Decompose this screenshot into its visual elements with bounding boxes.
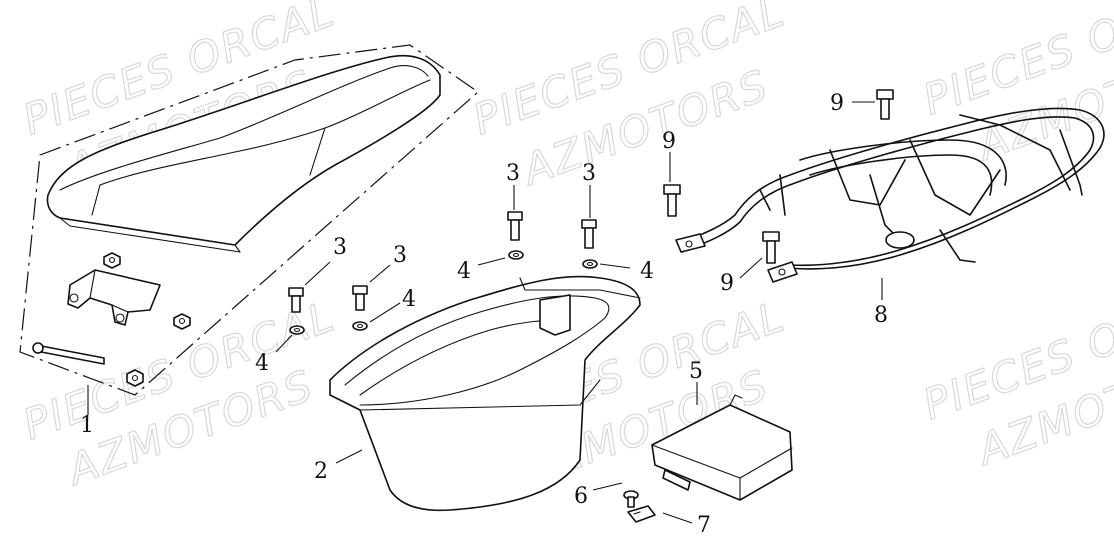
bolt-icon [762, 231, 780, 264]
callout-4: 4 [457, 259, 471, 284]
bolt-icon [352, 285, 368, 311]
nut-icon [173, 313, 191, 330]
callout-6: 6 [574, 484, 588, 509]
bolt-icon [663, 184, 681, 217]
bolt-icon [876, 89, 894, 120]
clip-icon [627, 505, 656, 523]
electronics-box [651, 394, 793, 501]
hinge-pin [32, 342, 105, 365]
nut-icon [103, 252, 121, 269]
bolt-icon [581, 219, 597, 249]
callout-3: 3 [393, 243, 407, 268]
callout-9: 9 [662, 129, 676, 154]
callout-4: 4 [640, 259, 654, 284]
washer-icon [289, 325, 305, 335]
washer-icon [582, 259, 598, 269]
callout-9: 9 [720, 271, 734, 296]
callout-9: 9 [830, 91, 844, 116]
leader-lines [87, 101, 883, 524]
callout-4: 4 [402, 287, 416, 312]
bolt-icon [507, 211, 523, 241]
rear-carrier-rack [675, 107, 1105, 283]
nut-icon [126, 369, 144, 387]
seat-part [46, 54, 441, 253]
assembly-boundary [19, 44, 479, 396]
callout-4: 4 [255, 351, 269, 376]
washer-icon [352, 321, 368, 331]
bolt-icon [288, 287, 304, 313]
callout-8: 8 [874, 303, 888, 328]
washer-icon [508, 250, 524, 260]
callout-1: 1 [80, 413, 94, 438]
callout-7: 7 [697, 513, 711, 538]
storage-box [329, 275, 641, 512]
screw-icon [623, 490, 639, 508]
callout-2: 2 [314, 459, 328, 484]
callout-3: 3 [333, 235, 347, 260]
callout-3: 3 [506, 161, 520, 186]
hinge-bracket [67, 269, 161, 326]
callout-3: 3 [582, 161, 596, 186]
callout-5: 5 [689, 359, 703, 384]
